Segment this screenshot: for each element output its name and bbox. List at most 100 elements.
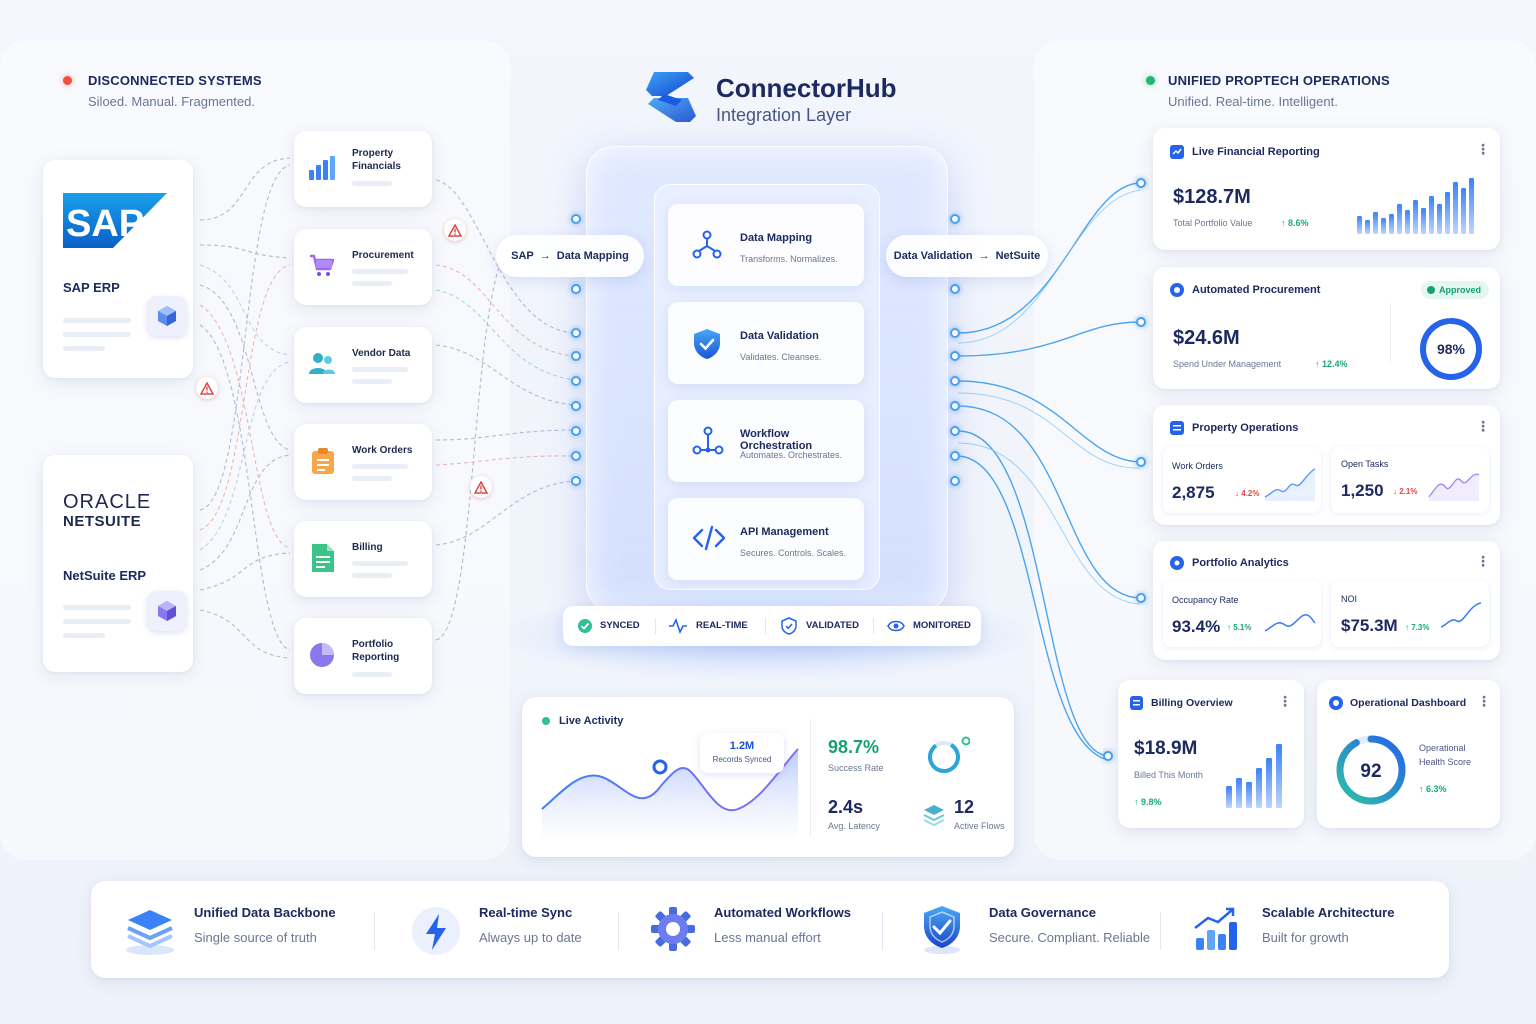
card-title: Property Operations	[1192, 422, 1299, 434]
port-connector	[1136, 457, 1146, 467]
noi-sparkline	[1440, 602, 1482, 628]
netsuite-erp-card[interactable]: ORACLE NETSUITE NetSuite ERP	[43, 455, 193, 672]
analytics-icon	[1170, 556, 1184, 570]
sap-erp-card[interactable]: SAP SAP ERP	[43, 160, 193, 378]
badge-text: Approved	[1439, 285, 1482, 295]
property-operations-card[interactable]: Property Operations ⋮ Work Orders 2,875 …	[1153, 405, 1500, 525]
hub-card-title: Workflow Orchestration	[740, 428, 813, 452]
layers-icon	[126, 910, 174, 955]
users-icon	[309, 353, 335, 374]
port-connector	[571, 401, 581, 411]
module-property-financials[interactable]: Property Financials	[294, 131, 432, 207]
check-circle-icon	[578, 619, 592, 633]
kebab-menu-icon[interactable]: ⋮	[1476, 141, 1490, 157]
bar-chart-icon	[309, 156, 335, 180]
port-connector	[950, 476, 960, 486]
module-portfolio-reporting[interactable]: Portfolio Reporting	[294, 618, 432, 694]
health-score-label-line2: Health Score	[1419, 757, 1472, 767]
hub-card-data-mapping[interactable]: Data Mapping Transforms. Normalizes.	[668, 204, 864, 286]
feature-automated-workflows: Automated Workflows Less manual effort	[714, 905, 851, 945]
netsuite-erp-label: NetSuite ERP	[63, 568, 147, 583]
live-activity-card[interactable]: Live Activity 1.2M Records Synced 98.7% …	[522, 697, 1014, 857]
open-tasks-tile: Open Tasks 1,250 ↓ 2.1%	[1331, 447, 1489, 513]
flow-pill-sap-mapping[interactable]: SAP → Data Mapping	[496, 235, 644, 277]
shield-icon	[924, 906, 960, 954]
left-section-title: DISCONNECTED SYSTEMS	[88, 73, 262, 88]
tooltip-value: 1.2M	[729, 740, 755, 752]
report-icon	[1170, 145, 1184, 159]
occupancy-tile: Occupancy Rate 93.4% ↑ 5.1%	[1163, 581, 1321, 647]
activity-area-chart	[541, 748, 799, 837]
kebab-menu-icon[interactable]: ⋮	[1477, 693, 1491, 709]
noi-value: $75.3M	[1341, 616, 1398, 635]
operational-dashboard-card[interactable]: Operational Dashboard ⋮ 92 Operational H…	[1317, 680, 1500, 828]
feature-real-time-sync: Real-time Sync Always up to date	[479, 905, 582, 945]
brand-name: ConnectorHub	[716, 73, 897, 103]
check-icon	[1427, 286, 1435, 294]
status-synced: SYNCED	[600, 620, 640, 631]
feature-title: Scalable Architecture	[1262, 905, 1395, 920]
card-title: Automated Procurement	[1192, 284, 1321, 296]
hub-card-subtitle: Validates. Cleanses.	[740, 352, 822, 362]
flow-source: Data Validation	[893, 250, 973, 262]
port-connector	[950, 376, 960, 386]
approved-badge: Approved	[1421, 281, 1490, 299]
module-work-orders[interactable]: Work Orders	[294, 424, 432, 500]
work-orders-change: ↓ 4.2%	[1235, 489, 1260, 498]
live-financial-reporting-card[interactable]: Live Financial Reporting ⋮ $128.7M Total…	[1153, 128, 1500, 250]
financial-bar-chart	[1357, 178, 1474, 234]
card-title: Operational Dashboard	[1350, 697, 1467, 709]
flow-pill-validation-netsuite[interactable]: Data Validation → NetSuite	[886, 235, 1048, 277]
feature-title: Real-time Sync	[479, 905, 573, 920]
feature-subtitle: Secure. Compliant. Reliable	[989, 930, 1151, 945]
port-connector	[950, 328, 960, 338]
hub-card-workflow-orchestration[interactable]: Workflow Orchestration Automates. Orches…	[668, 400, 864, 482]
flow-target: NetSuite	[995, 250, 1041, 262]
module-procurement[interactable]: Procurement	[294, 229, 432, 305]
layers-icon	[923, 805, 945, 827]
sap-logo: SAP	[63, 193, 167, 248]
occupancy-label: Occupancy Rate	[1172, 595, 1239, 605]
module-billing[interactable]: Billing	[294, 521, 432, 597]
sap-erp-label: SAP ERP	[63, 280, 120, 295]
port-connector	[571, 376, 581, 386]
success-rate-label: Success Rate	[828, 763, 884, 773]
unified-status-dot	[1146, 76, 1155, 85]
open-tasks-label: Open Tasks	[1341, 459, 1389, 469]
open-tasks-change: ↓ 2.1%	[1393, 487, 1418, 496]
success-rate-value: 98.7%	[828, 737, 880, 757]
occupancy-sparkline	[1264, 614, 1316, 632]
port-connector	[571, 214, 581, 224]
chart-marker	[652, 759, 668, 775]
feature-scalable-architecture: Scalable Architecture Built for growth	[1262, 905, 1394, 945]
shield-check-icon	[694, 329, 720, 359]
port-connector	[571, 426, 581, 436]
portfolio-analytics-card[interactable]: Portfolio Analytics ⋮ Occupancy Rate 93.…	[1153, 541, 1500, 660]
card-title: Portfolio Analytics	[1192, 557, 1289, 569]
chart-tooltip: 1.2M Records Synced	[700, 733, 784, 773]
svg-text:98%: 98%	[1437, 341, 1466, 357]
port-connector	[1103, 751, 1113, 761]
shield-icon	[781, 617, 797, 635]
kebab-menu-icon[interactable]: ⋮	[1476, 553, 1490, 569]
document-icon	[312, 544, 334, 572]
module-label: Procurement	[352, 250, 414, 261]
module-vendor-data[interactable]: Vendor Data	[294, 327, 432, 403]
work-orders-value: 2,875	[1172, 483, 1215, 502]
tooltip-label: Records Synced	[712, 755, 772, 764]
module-label: Billing	[352, 542, 383, 553]
billed-value: $18.9M	[1134, 738, 1198, 759]
module-label: Portfolio Reporting	[352, 639, 400, 663]
hub-card-api-management[interactable]: API Management Secures. Controls. Scales…	[668, 498, 864, 580]
left-section-subtitle: Siloed. Manual. Fragmented.	[88, 94, 255, 109]
automated-procurement-card[interactable]: Automated Procurement Approved $24.6M Sp…	[1153, 267, 1500, 389]
kebab-menu-icon[interactable]: ⋮	[1476, 418, 1490, 434]
hub-card-data-validation[interactable]: Data Validation Validates. Cleanses.	[668, 302, 864, 384]
noi-label: NOI	[1341, 594, 1358, 604]
status-bar: SYNCED REAL-TIME VALIDATED MONITORED	[563, 606, 981, 646]
billing-overview-card[interactable]: Billing Overview ⋮ $18.9M Billed This Mo…	[1118, 680, 1304, 828]
port-connector	[571, 284, 581, 294]
cart-icon	[310, 254, 335, 276]
kebab-menu-icon[interactable]: ⋮	[1278, 693, 1292, 709]
status-validated: VALIDATED	[806, 620, 859, 631]
